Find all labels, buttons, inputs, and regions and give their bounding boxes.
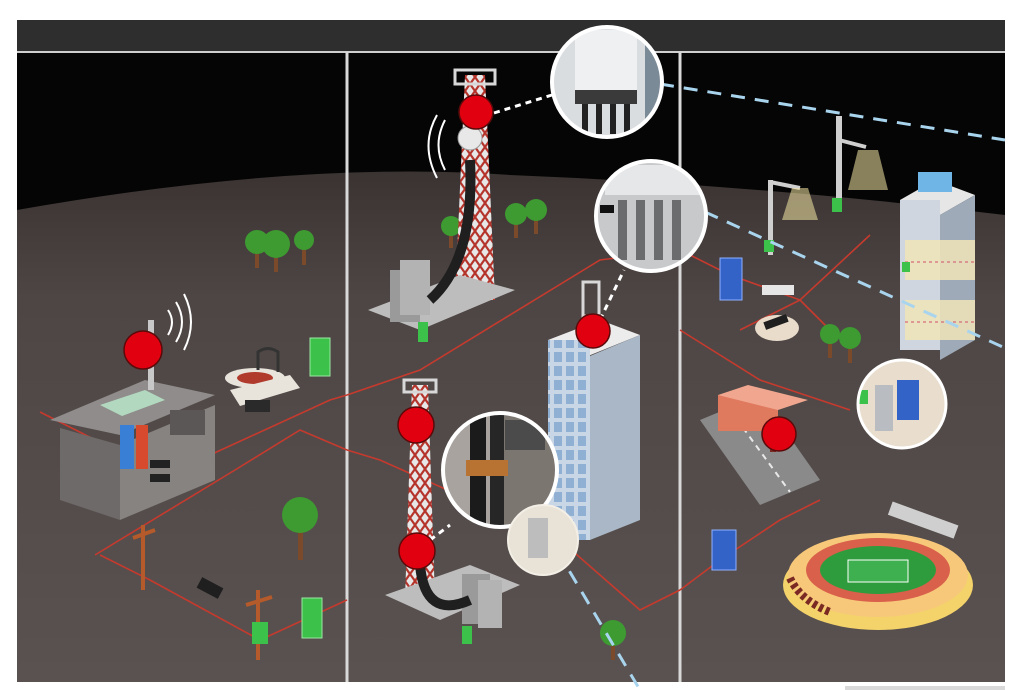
marker-roadside-cabinet [761,416,797,452]
pipe-connector [196,577,224,599]
manhole-icon [755,285,799,341]
cable-right-3 [679,499,821,591]
building-base-closeup [507,504,579,576]
dashed-link [704,210,1006,350]
cable-right-2 [679,329,851,411]
green-box [309,337,331,377]
tree-icon [441,199,626,660]
top-bar [17,20,1005,52]
green-box [252,622,268,644]
marker-tower-base-cable [398,532,436,570]
rural-site [50,230,331,660]
marker-tower-top-antenna [458,94,494,130]
tree-icon [820,324,861,363]
marker-tower-mid [397,406,435,444]
green-box [301,597,323,639]
tree-icon [282,497,318,560]
tree-icon [245,230,314,272]
marker-house-antenna [123,330,163,370]
equipment-room-closeup [856,358,948,450]
dashed-link [659,82,1006,142]
blue-cabinet [719,257,743,301]
blue-cabinet [711,529,737,571]
dashed-link [429,523,451,542]
cell-tower-icon [368,68,515,342]
stadium-icon [783,501,973,630]
manhole-icon [225,347,300,412]
antenna-connectors-closeup [550,25,664,139]
marker-building-rooftop [575,313,611,349]
house-building [50,380,215,520]
roadside-cabinet [700,385,820,505]
rrh-cable-glands-closeup [594,159,708,273]
corner-strip [845,686,1005,690]
urban-site [700,116,975,630]
street-light-icon [764,116,888,255]
cable-rural-lower [94,429,348,556]
location-markers [123,94,797,570]
dashed-link [598,269,626,321]
skyscraper [900,172,975,360]
